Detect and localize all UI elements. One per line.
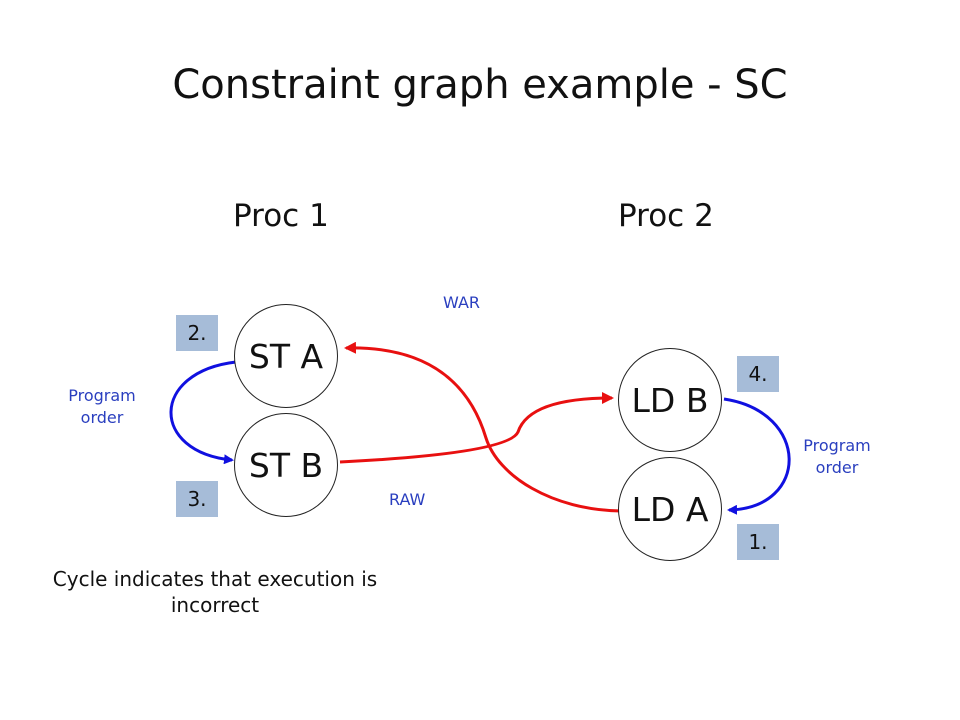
node-st-a: ST A [234,304,338,408]
order-badge-ld-b: 4. [737,356,779,392]
program-order-edge-left [169,360,237,465]
war-edge [344,341,622,513]
program-order-edge-right [723,397,791,515]
order-badge-st-b: 3. [176,481,218,517]
program-order-label-left: Program order [68,386,136,427]
order-badge-st-a: 2. [176,315,218,351]
raw-edge [339,392,614,464]
node-ld-a: LD A [618,457,722,561]
cycle-note: Cycle indicates that execution is incorr… [52,567,378,617]
order-badge-ld-a: 1. [737,524,779,560]
war-label: WAR [443,293,481,312]
node-ld-b: LD B [618,348,722,452]
slide-title: Constraint graph example - SC [172,62,788,108]
program-order-label-right: Program order [803,436,871,477]
proc-2-heading: Proc 2 [618,198,714,234]
proc-1-heading: Proc 1 [233,198,329,234]
node-st-b: ST B [234,413,338,517]
raw-label: RAW [389,490,426,509]
